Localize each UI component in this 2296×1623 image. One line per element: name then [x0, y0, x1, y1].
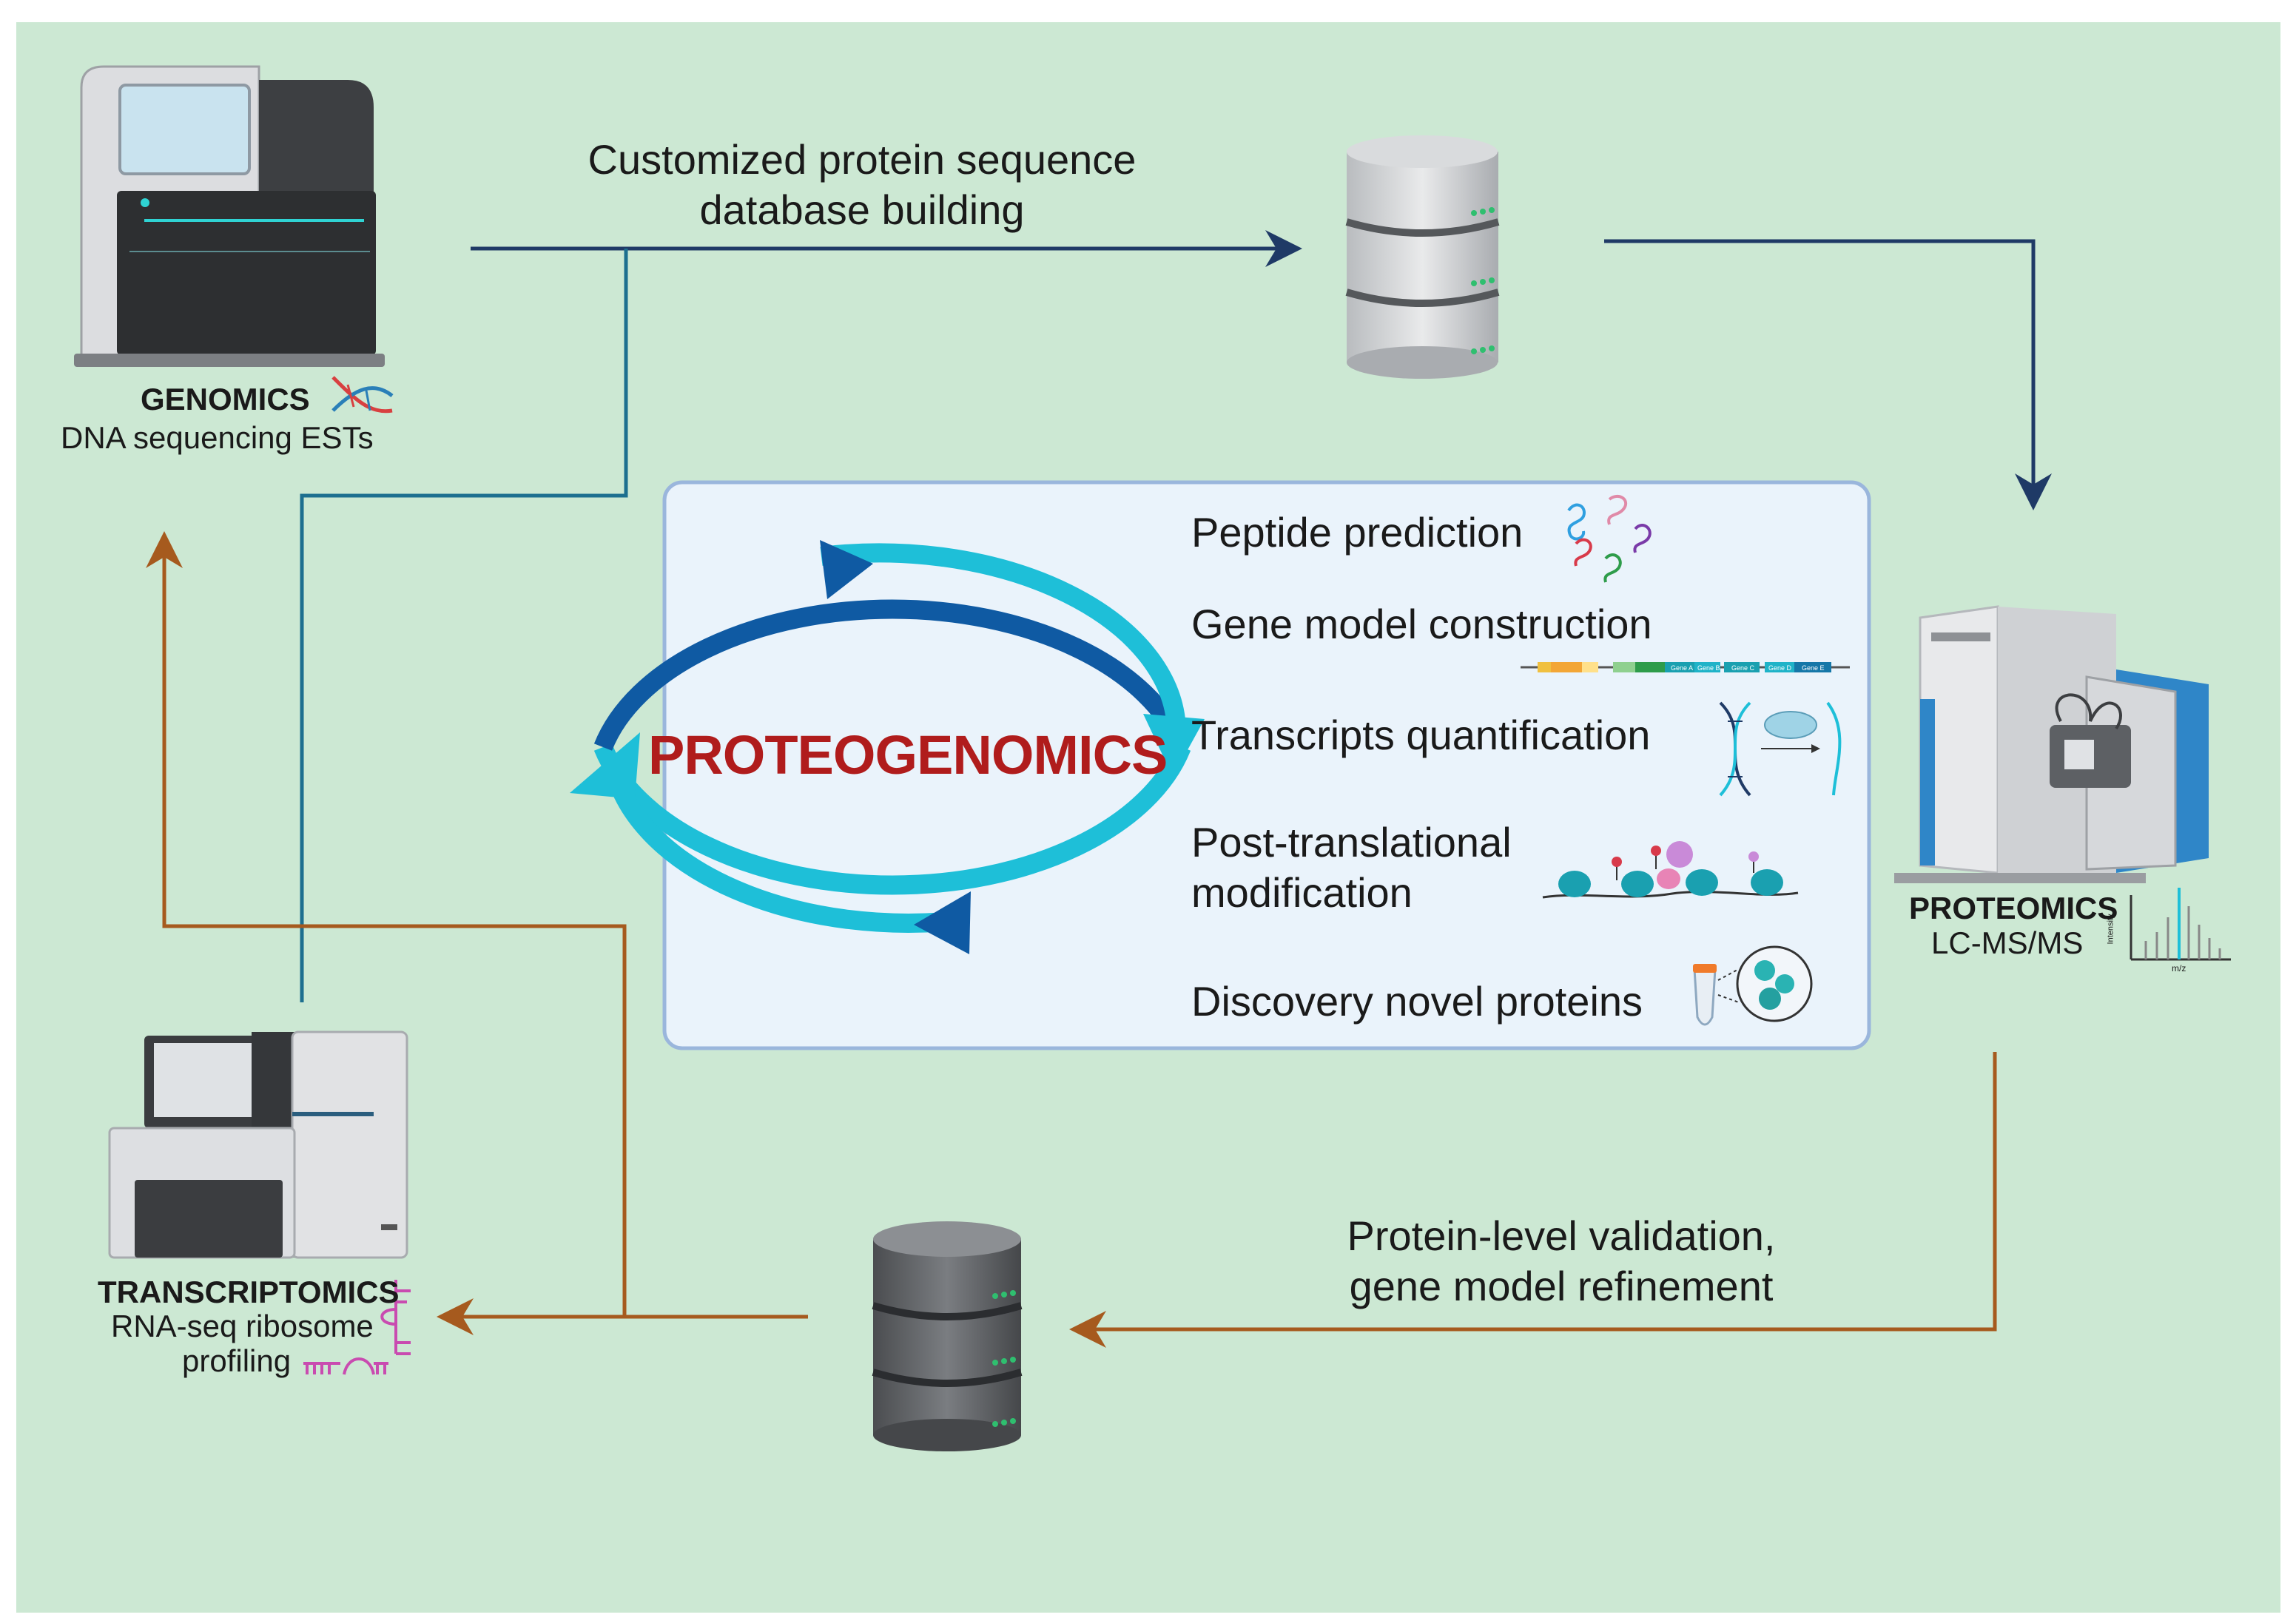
- bottom-arrow-label: Protein-level validation, gene model ref…: [1273, 1211, 1850, 1312]
- transcriptomics-title: TRANSCRIPTOMICS: [98, 1275, 400, 1309]
- genomics-title: GENOMICS: [141, 382, 310, 416]
- connectors: [146, 230, 2052, 1348]
- gene-label-e: Gene E: [1802, 664, 1825, 672]
- bottom-arrow-label-line1: Protein-level validation,: [1347, 1212, 1776, 1259]
- genomics-subtitle: DNA sequencing ESTs: [61, 420, 374, 455]
- top-arrow-label: Customized protein sequence database bui…: [518, 135, 1206, 235]
- bottom-arrow-label-line2: gene model refinement: [1349, 1263, 1774, 1309]
- gene-label-d: Gene D: [1768, 664, 1792, 672]
- feature-ptm-line2: modification: [1191, 869, 1413, 916]
- transcriptomics-to-database-line: [300, 249, 628, 1002]
- transcriptomics-sequencer-icon: [108, 1030, 408, 1259]
- gene-label-c: Gene C: [1731, 664, 1755, 672]
- feature-peptide-prediction: Peptide prediction: [1191, 509, 1524, 556]
- database-to-genomics-arrow: [146, 531, 627, 1317]
- spectrum-y-axis-label: Intensity: [2106, 914, 2115, 945]
- transcriptomics-subtitle-line1: RNA-seq ribosome: [111, 1309, 374, 1343]
- gene-label-a: Gene A: [1671, 664, 1693, 672]
- feature-transcripts-quantification: Transcripts quantification: [1191, 712, 1651, 758]
- gene-model-icon: Gene A Gene B Gene C Gene D Gene E: [1521, 662, 1850, 672]
- feature-ptm-line1: Post-translational: [1191, 819, 1512, 866]
- proteomics-title: PROTEOMICS: [1909, 891, 2118, 925]
- transcription-icon: [1719, 701, 1842, 797]
- mass-spectrometer-icon: [1894, 605, 2209, 883]
- protein-discovery-icon: [1693, 945, 1813, 1026]
- top-arrow-label-line1: Customized protein sequence: [588, 136, 1137, 183]
- dna-helix-icon: [331, 376, 394, 414]
- peptides-icon: [1567, 494, 1652, 583]
- spectrum-x-axis-label: m/z: [2172, 963, 2186, 974]
- nucleosome-modification-icon: [1542, 841, 1799, 899]
- cycle-arrows-icon: [570, 540, 1205, 954]
- feature-discovery-novel-proteins: Discovery novel proteins: [1191, 978, 1643, 1025]
- database-to-proteomics-arrow: [1604, 239, 2052, 510]
- mass-spectrum-icon: [2130, 888, 2231, 961]
- top-arrow-label-line2: database building: [699, 186, 1025, 233]
- bottom-arrow: [1069, 1052, 1997, 1348]
- feature-gene-model-construction: Gene model construction: [1191, 601, 1652, 647]
- rna-ribosome-icon: [303, 1280, 411, 1375]
- genomics-sequencer-icon: [74, 65, 385, 367]
- proteogenomics-title: PROTEOGENOMICS: [648, 724, 1168, 786]
- feature-post-translational-modification: Post-translational modification: [1191, 817, 1512, 918]
- proteomics-subtitle: LC-MS/MS: [1931, 925, 2084, 960]
- transcriptomics-subtitle-line2: profiling: [182, 1343, 292, 1378]
- database-icon-bottom: [872, 1221, 1023, 1451]
- gene-label-b: Gene B: [1697, 664, 1720, 672]
- database-icon-top: [1345, 135, 1500, 379]
